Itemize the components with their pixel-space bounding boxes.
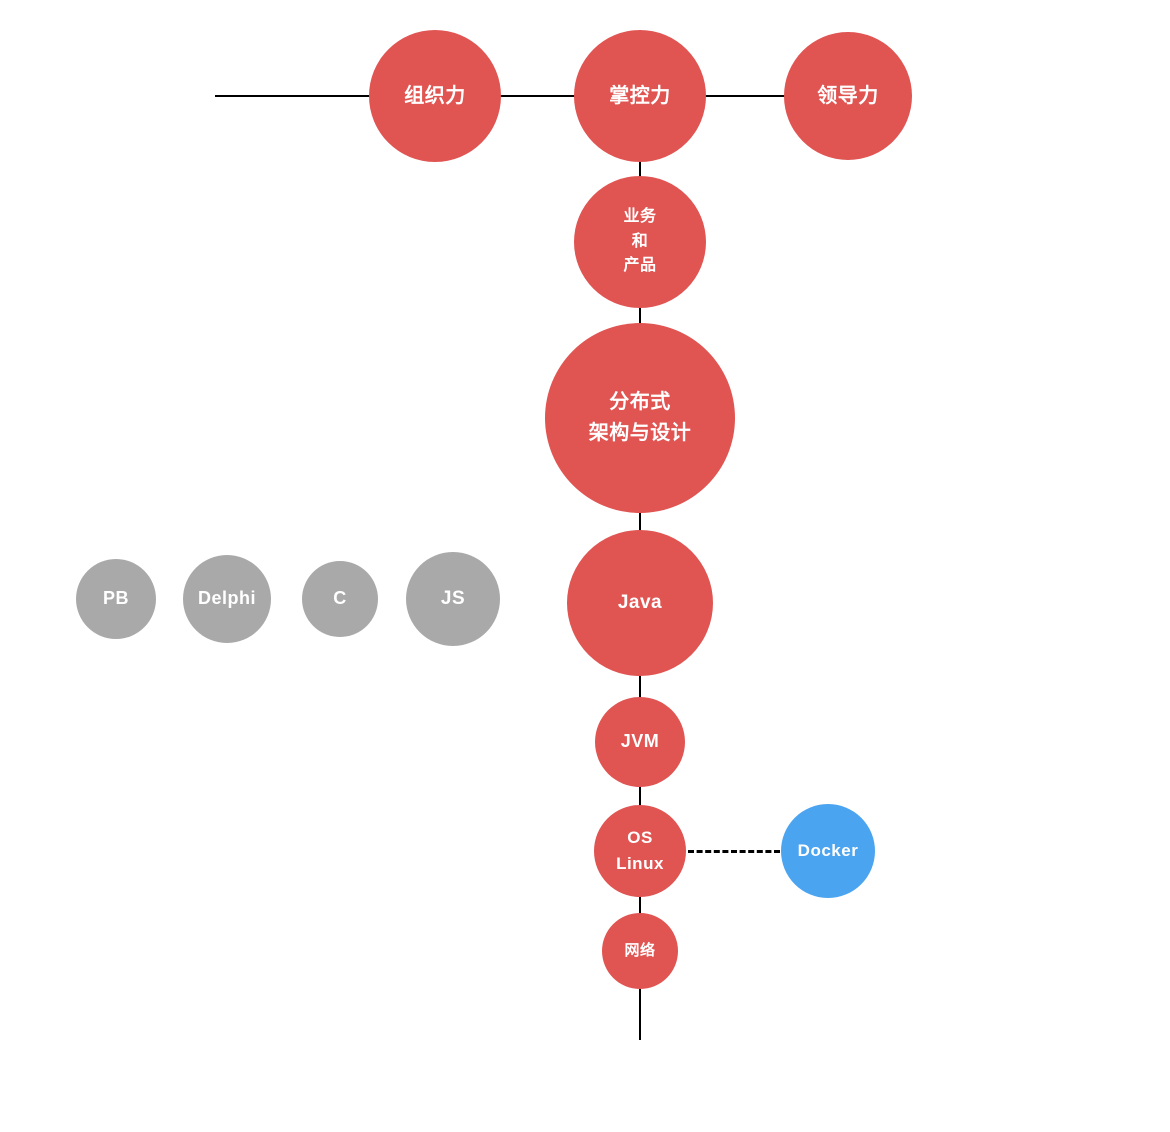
node-label: C <box>333 588 347 609</box>
node-label: 网络 <box>624 942 656 960</box>
node-label: 业务 和 产品 <box>623 207 657 275</box>
node-os-linux: OS Linux <box>594 805 686 897</box>
node-label: Java <box>617 592 663 614</box>
node-label: 分布式 架构与设计 <box>588 391 692 444</box>
node-label: OS Linux <box>616 827 664 873</box>
connector-top-horizontal <box>215 95 850 97</box>
connector-oslinux-docker <box>688 850 780 853</box>
node-js: JS <box>406 552 500 646</box>
node-label: PB <box>102 588 129 609</box>
node-label: JVM <box>620 731 660 752</box>
node-c: C <box>302 561 378 637</box>
node-docker: Docker <box>781 804 875 898</box>
node-zuzhili: 组织力 <box>369 30 501 162</box>
node-delphi: Delphi <box>183 555 271 643</box>
node-label: 组织力 <box>404 84 466 107</box>
node-jvm: JVM <box>595 697 685 787</box>
node-label: Delphi <box>197 588 256 609</box>
node-label: Docker <box>797 840 859 860</box>
node-zhangkongli: 掌控力 <box>574 30 706 162</box>
node-yewu-chanpin: 业务 和 产品 <box>574 176 706 308</box>
node-label: JS <box>440 588 466 610</box>
node-fenbushi: 分布式 架构与设计 <box>545 323 735 513</box>
node-label: 掌控力 <box>609 84 671 107</box>
node-label: 领导力 <box>817 84 879 107</box>
node-pb: PB <box>76 559 156 639</box>
node-lingdaoli: 领导力 <box>784 32 912 160</box>
node-java: Java <box>567 530 713 676</box>
node-wangluo: 网络 <box>602 913 678 989</box>
